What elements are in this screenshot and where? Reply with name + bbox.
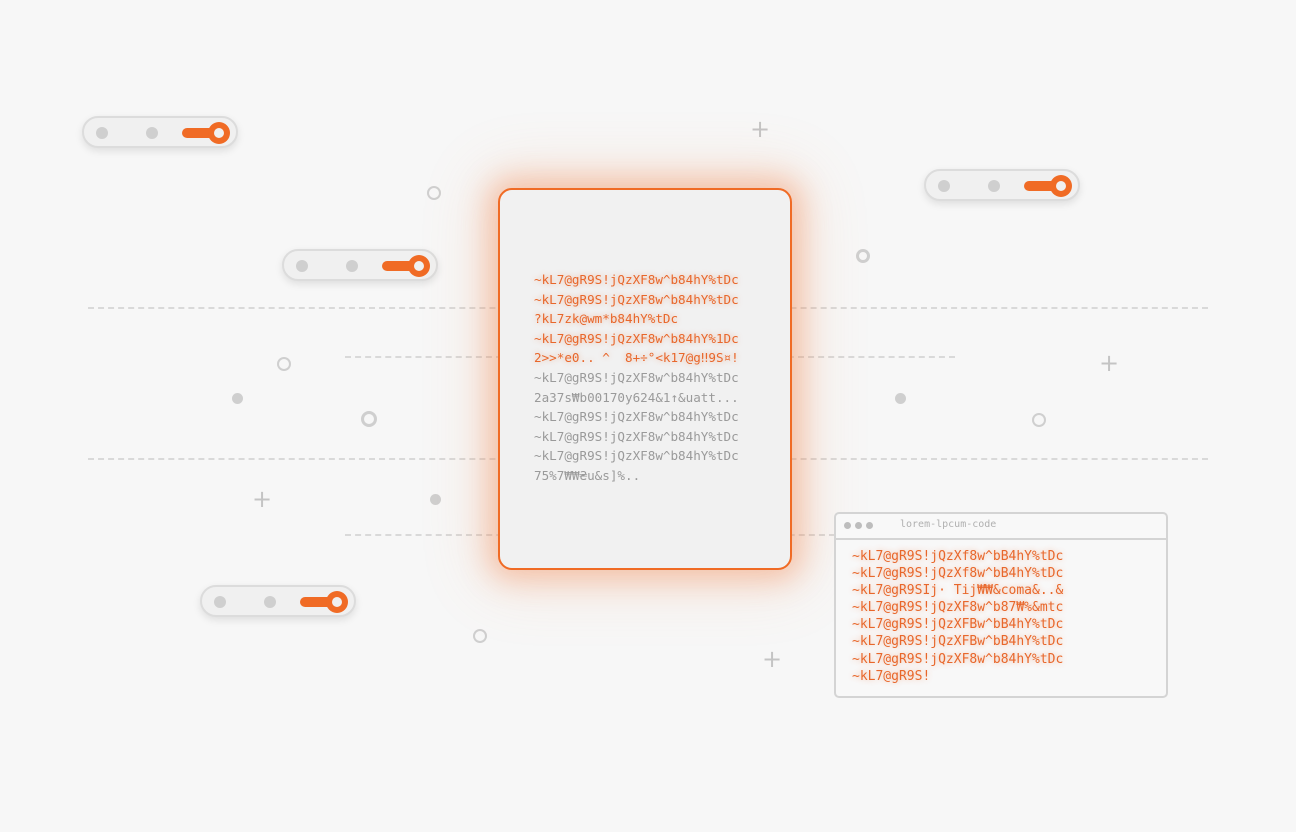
code-line: ~kL7@gR9S!jQzXf8w^bB4hY%tDc: [852, 549, 1064, 564]
ring-icon: [473, 629, 487, 643]
toggle-track-active: [382, 261, 422, 271]
toggle-dot: [96, 127, 108, 139]
code-line: ~kL7@gR9S!jQzXF8w^b84hY%tDc: [534, 291, 739, 307]
code-line: ~kL7@gR9SIj· Tij₩₩&coma&..&: [852, 583, 1064, 599]
plus-icon: +: [762, 645, 783, 673]
toggle-knob[interactable]: [326, 591, 348, 613]
plus-icon: +: [750, 115, 771, 143]
ring-icon: [1032, 413, 1046, 427]
ring-icon: [277, 357, 291, 371]
ring-icon: [856, 249, 870, 263]
toggle-knob[interactable]: [408, 255, 430, 277]
toggle-track-active: [300, 597, 340, 607]
editor-titlebar: lorem-lpcum-code: [836, 514, 1166, 540]
ring-icon: [361, 411, 377, 427]
dot-icon: [232, 393, 243, 404]
dot-icon: [430, 494, 441, 505]
code-card: ~kL7@gR9S!jQzXF8w^b84hY%tDc ~kL7@gR9S!jQ…: [498, 188, 792, 570]
code-card-lines: ~kL7@gR9S!jQzXF8w^b84hY%tDc ~kL7@gR9S!jQ…: [534, 270, 739, 486]
code-line: 2a37s₩b00170y624&1↑&uatt...: [534, 389, 739, 405]
code-line: ~kL7@gR9S!jQzXf8w^bB4hY%tDc: [852, 566, 1064, 582]
code-line: ~kL7@gR9S!jQzXF8w^b84hY%1Dc: [534, 330, 739, 346]
toggle-dot: [214, 596, 226, 608]
code-line: ~kL7@gR9S!jQzXFBw^bB4hY%tDc: [852, 617, 1064, 633]
plus-icon: +: [1099, 349, 1120, 377]
editor-title: lorem-lpcum-code: [900, 519, 997, 530]
toggle-knob[interactable]: [208, 122, 230, 144]
toggle-dot: [346, 260, 358, 272]
code-line: ~kL7@gR9S!jQzXF8w^b84hY%tDc: [534, 448, 739, 464]
code-line: ~kL7@gR9S!jQzXFBw^bB4hY%tDc: [852, 634, 1064, 650]
code-line: ~kL7@gR9S!jQzXF8w^b84hY%tDc: [534, 428, 739, 444]
toggle-track-active: [182, 128, 222, 138]
toggle-top-right[interactable]: [924, 169, 1080, 201]
window-dot-icon[interactable]: [844, 522, 851, 529]
plus-icon: +: [252, 485, 273, 513]
code-line: ~kL7@gR9S!jQzXF8w^b87₩%&mtc: [852, 600, 1064, 616]
dot-icon: [895, 393, 906, 404]
window-dot-icon[interactable]: [866, 522, 873, 529]
code-line: ~kL7@gR9S!jQzXF8w^b84hY%tDc: [534, 272, 739, 287]
toggle-dot: [146, 127, 158, 139]
code-line: 2>>*e0.. ^ 8+÷°<k17@g‼9S¤!: [534, 350, 739, 366]
toggle-knob[interactable]: [1050, 175, 1072, 197]
toggle-top-left[interactable]: [82, 116, 238, 148]
ring-icon: [427, 186, 441, 200]
toggle-bottom-left[interactable]: [200, 585, 356, 617]
code-line: ~kL7@gR9S!jQzXF8w^b84hY%tDc: [534, 369, 739, 385]
window-dot-icon[interactable]: [855, 522, 862, 529]
toggle-dot: [988, 180, 1000, 192]
code-line: ~kL7@gR9S!jQzXF8w^b84hY%tDc: [852, 651, 1064, 667]
code-line: 75%7₩₩₴u&s]%..: [534, 467, 641, 483]
toggle-dot: [938, 180, 950, 192]
toggle-mid-left[interactable]: [282, 249, 438, 281]
toggle-track-active: [1024, 181, 1064, 191]
toggle-dot: [264, 596, 276, 608]
code-line: ?kL7zk@wm*b84hY%tDc: [534, 311, 679, 327]
toggle-dot: [296, 260, 308, 272]
code-editor-window: lorem-lpcum-code ~kL7@gR9S!jQzXf8w^bB4hY…: [834, 512, 1168, 698]
editor-code-lines: ~kL7@gR9S!jQzXf8w^bB4hY%tDc ~kL7@gR9S!jQ…: [852, 548, 1063, 685]
code-line: ~kL7@gR9S!jQzXF8w^b84hY%tDc: [534, 409, 739, 425]
code-line: ~kL7@gR9S!: [852, 668, 931, 684]
